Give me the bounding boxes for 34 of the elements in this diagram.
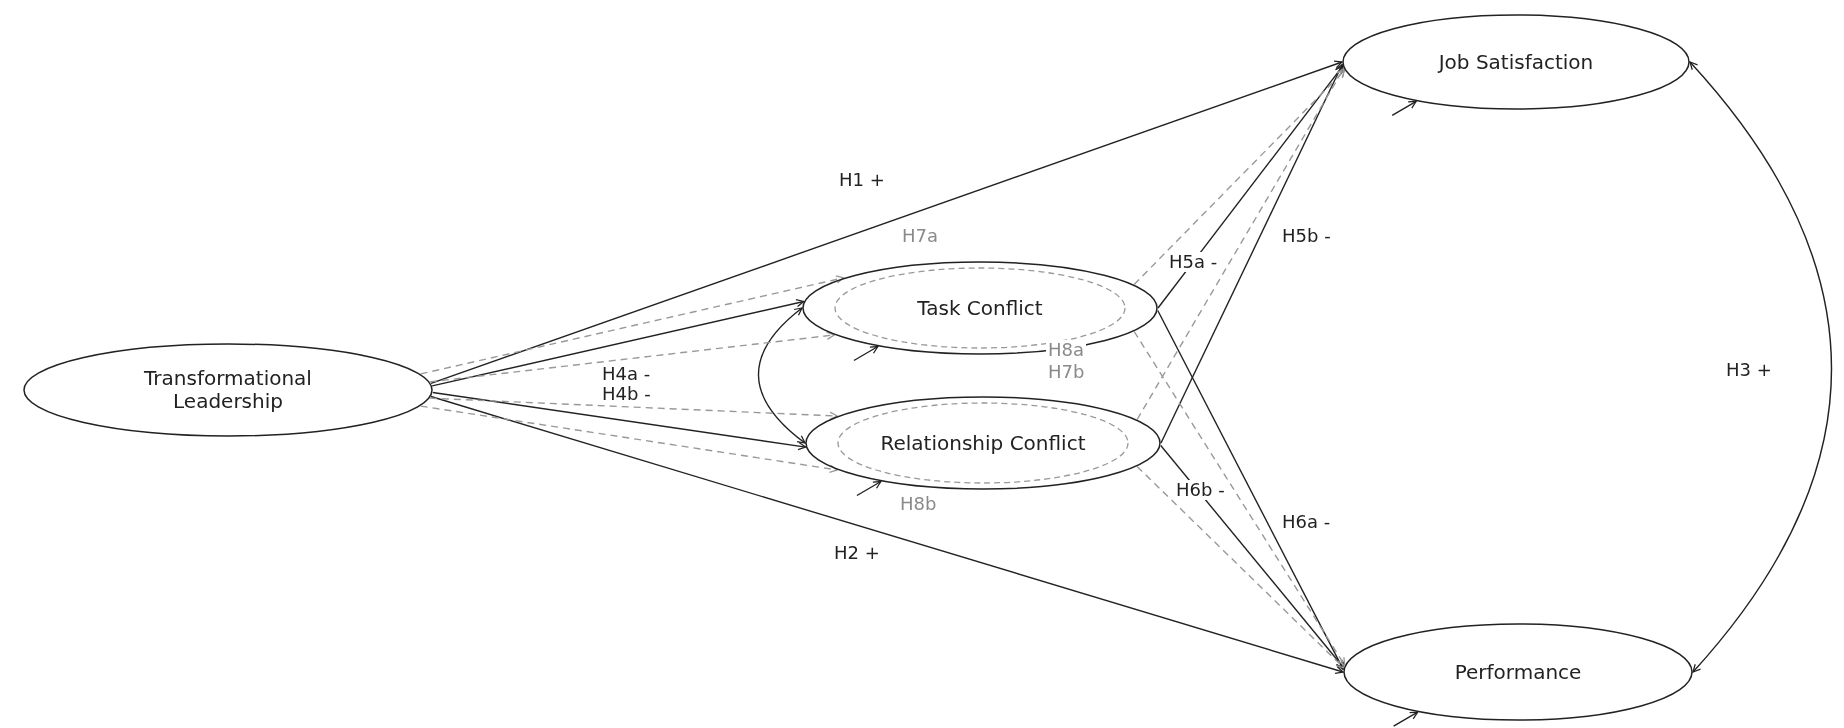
arrow xyxy=(432,391,807,451)
dashed-arrow xyxy=(1136,465,1345,669)
arrow xyxy=(757,307,806,444)
edge-label: H5a - xyxy=(1167,252,1220,272)
arrow xyxy=(1392,711,1419,727)
dashed-arrow xyxy=(1136,68,1345,421)
dashed-arrow xyxy=(1133,69,1346,286)
node-label: Task Conflict xyxy=(917,296,1043,320)
arrow xyxy=(856,480,882,497)
arrow xyxy=(431,298,805,387)
arrow xyxy=(430,395,1344,674)
arrow xyxy=(1160,444,1345,669)
node-label: Job Satisfaction xyxy=(1438,50,1594,74)
edge-label: H6b - xyxy=(1174,480,1227,500)
dashed-arrow xyxy=(429,397,838,420)
arrow xyxy=(1157,309,1344,671)
construct-ellipse xyxy=(1342,14,1690,110)
arrow xyxy=(1689,61,1833,673)
dashed-arrow xyxy=(419,405,838,474)
dashed-arrow xyxy=(419,275,845,375)
construct-ellipse xyxy=(23,343,433,437)
arrow xyxy=(1391,100,1417,116)
node-label: Performance xyxy=(1454,660,1582,684)
construct-ellipse xyxy=(802,261,1158,355)
arrow xyxy=(1157,65,1344,309)
construct-ellipse xyxy=(1343,623,1693,721)
dashed-arrow xyxy=(1133,330,1346,666)
node-label: Transformational Leadership xyxy=(143,367,313,413)
arrow xyxy=(853,345,879,362)
arrow xyxy=(430,60,1343,385)
construct-ellipse xyxy=(805,396,1161,490)
arrow xyxy=(1160,63,1343,444)
dashed-arrow xyxy=(429,331,835,383)
node-label: Relationship Conflict xyxy=(880,431,1086,455)
